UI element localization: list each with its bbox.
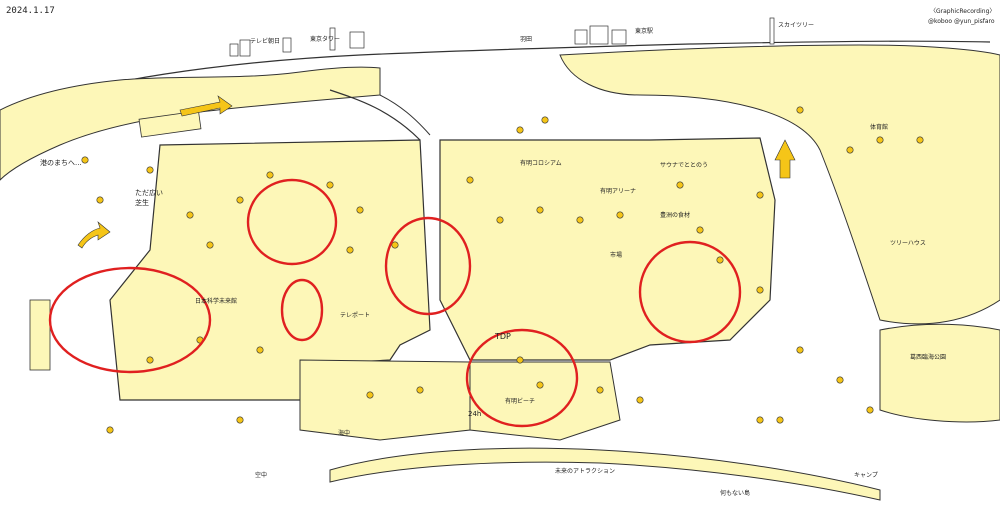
figure-dot bbox=[391, 241, 399, 249]
figure-dot bbox=[756, 286, 764, 294]
figure-dot bbox=[541, 116, 549, 124]
figure-dot bbox=[206, 241, 214, 249]
figure-dot bbox=[696, 226, 704, 234]
figure-dot bbox=[146, 166, 154, 174]
date-label: 2024.1.17 bbox=[6, 6, 55, 16]
area-teleport: テレポート bbox=[340, 312, 371, 319]
area-shibafu-2: 芝生 bbox=[135, 199, 149, 207]
skyline-haneda: 羽田 bbox=[520, 36, 533, 43]
skyline-tv: テレビ朝日 bbox=[250, 38, 281, 45]
arrow-sign bbox=[138, 110, 202, 138]
figure-dot bbox=[466, 176, 474, 184]
area-kagakukan: 日本科学未来館 bbox=[195, 298, 238, 305]
figure-dot bbox=[616, 211, 624, 219]
highlight-circle-1 bbox=[48, 266, 212, 374]
credit-line-1: 〈GraphicRecording〉 bbox=[930, 8, 996, 15]
figure-dot bbox=[536, 381, 544, 389]
figure-dot bbox=[356, 206, 364, 214]
area-tdp: TDP bbox=[495, 332, 511, 341]
coastline-top bbox=[59, 40, 991, 96]
island-bottom-mid bbox=[469, 361, 621, 441]
figure-dot bbox=[106, 426, 114, 434]
left-land bbox=[0, 66, 381, 181]
skyline-tokyo-tower: 東京タワー bbox=[310, 36, 341, 43]
figure-dot bbox=[236, 196, 244, 204]
skyline-tokyo-station: 東京駅 bbox=[635, 28, 654, 35]
figure-dot bbox=[796, 346, 804, 354]
area-kasai: 葛西臨海公園 bbox=[910, 354, 947, 361]
highlight-circle-2 bbox=[246, 178, 338, 266]
mainland-strip bbox=[0, 0, 1000, 100]
note-ichiba: 市場 bbox=[610, 252, 623, 259]
figure-dot bbox=[346, 246, 354, 254]
area-under-sea: 海中 bbox=[338, 430, 351, 437]
figure-dot bbox=[796, 106, 804, 114]
figure-dot bbox=[326, 181, 334, 189]
figure-dot bbox=[916, 136, 924, 144]
figure-dot bbox=[576, 216, 584, 224]
figure-dot bbox=[846, 146, 854, 154]
arrow-yellow-1 bbox=[179, 95, 233, 117]
rainbow-bridge bbox=[329, 89, 421, 141]
right-land bbox=[559, 44, 1000, 325]
area-camp: キャンプ bbox=[854, 472, 878, 479]
island-far-right bbox=[879, 323, 1000, 423]
figure-dot bbox=[756, 416, 764, 424]
island-bottom-left bbox=[299, 359, 471, 441]
figure-dot bbox=[596, 386, 604, 394]
area-treehouse: ツリーハウス bbox=[890, 240, 926, 247]
figures bbox=[81, 106, 924, 434]
area-sky: 空中 bbox=[255, 472, 268, 479]
figure-dot bbox=[676, 181, 684, 189]
figure-dot bbox=[236, 416, 244, 424]
arrow-yellow-3 bbox=[774, 139, 796, 179]
figure-dot bbox=[366, 391, 374, 399]
highlight-circle-5 bbox=[465, 328, 579, 428]
figure-dot bbox=[266, 171, 274, 179]
pier-left bbox=[29, 299, 51, 371]
figure-dot bbox=[536, 206, 544, 214]
figure-dot bbox=[756, 191, 764, 199]
figure-dot bbox=[81, 156, 89, 164]
figure-dot bbox=[516, 356, 524, 364]
figure-dot bbox=[96, 196, 104, 204]
figure-dot bbox=[186, 211, 194, 219]
credit-line-2: @koboo @yun_pisfaro bbox=[928, 18, 995, 25]
area-dreams: 未来のアトラクション bbox=[555, 468, 616, 475]
arrow-yellow-2 bbox=[77, 221, 111, 249]
bottom-arc bbox=[329, 447, 881, 501]
area-colosseum: 有明コロシアム bbox=[520, 160, 562, 167]
highlight-circles bbox=[48, 178, 742, 428]
figure-dot bbox=[516, 126, 524, 134]
figure-dot bbox=[836, 376, 844, 384]
area-toyosu: 豊洲の食材 bbox=[660, 212, 691, 219]
skyline-skytree: スカイツリー bbox=[778, 22, 815, 29]
figure-dot bbox=[776, 416, 784, 424]
area-shibafu: ただ広い bbox=[135, 189, 163, 197]
area-gym: 体育館 bbox=[870, 124, 889, 131]
area-arena: 有明アリーナ bbox=[600, 188, 637, 195]
highlight-circle-3 bbox=[280, 278, 324, 342]
figure-dot bbox=[876, 136, 884, 144]
figure-dot bbox=[416, 386, 424, 394]
highlight-circle-4 bbox=[384, 216, 472, 316]
figure-dot bbox=[716, 256, 724, 264]
area-beach: 有明ビーチ bbox=[505, 398, 536, 405]
area-sauna: サウナでととのう bbox=[660, 162, 708, 169]
bridge-2 bbox=[379, 94, 431, 136]
area-left-sea: 港のまちへ... bbox=[40, 159, 82, 167]
skyline-buildings bbox=[229, 17, 775, 57]
figure-dot bbox=[256, 346, 264, 354]
note-24h: 24h bbox=[468, 410, 482, 418]
figure-dot bbox=[866, 406, 874, 414]
highlight-circle-6 bbox=[638, 240, 742, 344]
figure-dot bbox=[636, 396, 644, 404]
figure-dot bbox=[496, 216, 504, 224]
figure-dot bbox=[146, 356, 154, 364]
area-minus: 何もない島 bbox=[720, 490, 751, 497]
